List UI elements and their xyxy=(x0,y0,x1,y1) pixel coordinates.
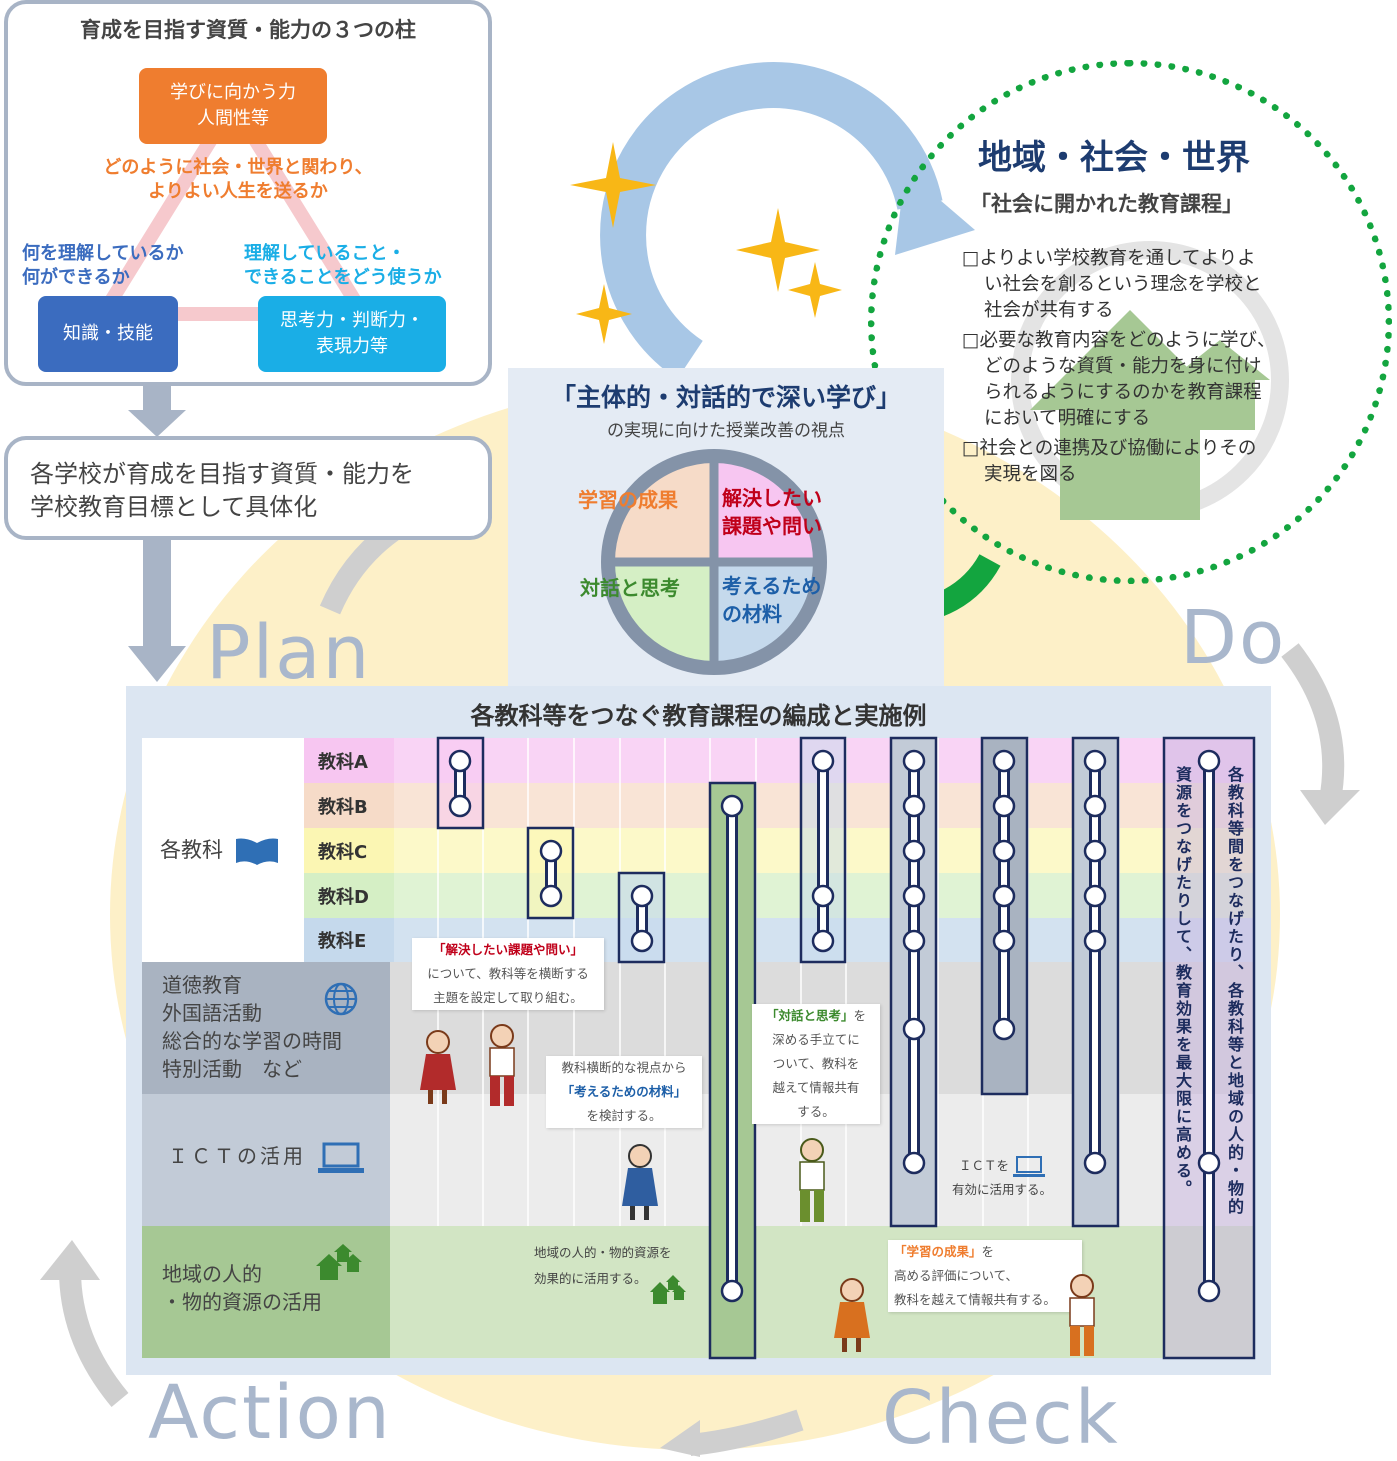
curriculum-panel: 各教科等をつなぐ教育課程の編成と実施例 各教科 教科A 教科B 教科C 教科D … xyxy=(126,686,1271,1375)
arrow-check-to-action xyxy=(688,1409,804,1456)
knowledge-caption: 何を理解しているか 何ができるか xyxy=(22,242,183,290)
globe-house-watermark xyxy=(1011,241,1289,520)
arrow-do-to-check xyxy=(1281,643,1345,803)
arrow-do-to-check-head xyxy=(1300,790,1360,825)
teacher-figures xyxy=(420,1024,1095,1356)
pillar-thinking-line2: 表現力等 xyxy=(316,336,388,357)
action-label: Action xyxy=(148,1370,392,1456)
laptop-icon-small xyxy=(1013,1155,1045,1177)
bubble-materials: 教科横断的な視点から 「考えるための材料」 を検討する。 xyxy=(546,1056,702,1128)
row-label-e-cell xyxy=(304,918,394,962)
perspective-learning-results: 学習の成果 xyxy=(578,488,678,512)
community-cell xyxy=(142,1226,390,1358)
world-circle xyxy=(868,60,1392,584)
thinking-caption-line1: 理解していること・ xyxy=(244,243,406,264)
bubble-dialogue: 「対話と思考」を 深める手立てに ついて、教科を 越えて情報共有 する。 xyxy=(752,1004,880,1124)
school-goal-line2: 学校教育目標として具体化 xyxy=(30,493,318,521)
pillars-triangle xyxy=(90,90,376,321)
world-items: □よりよい学校教育を通してよりよ い社会を創るという理念を学校と 社会が共有する… xyxy=(962,246,1275,488)
perspective-problems: 解決したい 課題や問い xyxy=(722,486,822,538)
three-pillars-box: 育成を目指す資質・能力の３つの柱 学びに向かう力 人間性等 どのように社会・世界… xyxy=(4,0,492,386)
teacher-boy-green xyxy=(799,1138,825,1222)
house-icon-small xyxy=(650,1275,686,1304)
row-label-a-cell xyxy=(304,738,394,783)
arrow-check-to-action-head xyxy=(660,1420,700,1457)
do-label: Do xyxy=(1180,595,1287,681)
bubble-problems: 「解決したい課題や問い」 について、教科等を横断する 主題を設定して取り組む。 xyxy=(412,938,604,1010)
plan-label: Plan xyxy=(206,610,372,696)
school-goal-box: 各学校が育成を目指す資質・能力を 学校教育目標として具体化 xyxy=(4,436,492,540)
thinking-caption: 理解していること・ できることをどう使うか xyxy=(244,242,442,290)
knowledge-caption-line1: 何を理解しているか xyxy=(22,243,184,264)
down-arrows xyxy=(128,386,186,682)
world-item-3: □社会との連携及び協働によりその 実現を図る xyxy=(962,438,1257,485)
pillar-knowledge-box: 知識・技能 xyxy=(38,296,178,372)
teacher-girl-blue xyxy=(622,1144,658,1220)
ict-cell xyxy=(142,1094,390,1226)
deep-learning-title: 「主体的・対話的で深い学び」 xyxy=(550,383,901,412)
pillar-humanity-line1: 学びに向かう力 xyxy=(170,82,296,103)
row-label-a: 教科A xyxy=(318,752,368,773)
laptop-icon xyxy=(318,1142,364,1173)
teacher-boy-orange xyxy=(1069,1274,1095,1356)
teacher-girl-orange xyxy=(834,1278,870,1352)
row-label-b: 教科B xyxy=(318,797,368,818)
perspective-wheel xyxy=(601,449,827,675)
pillar-humanity-line2: 人間性等 xyxy=(197,108,269,129)
other-activities-cell xyxy=(142,962,390,1094)
community-area xyxy=(390,1226,1255,1358)
ict-note: ＩＣＴを 有効に活用する。 xyxy=(952,1154,1052,1202)
humanity-caption: どのように社会・世界と関わり、 よりよい人生を送るか xyxy=(48,156,428,204)
three-pillars-title: 育成を目指す資質・能力の３つの柱 xyxy=(80,18,416,42)
knowledge-caption-line2: 何ができるか xyxy=(22,267,130,288)
row-label-e: 教科E xyxy=(318,931,367,952)
thinking-caption-line2: できることをどう使うか xyxy=(244,267,442,288)
world-title: 地域・社会・世界 xyxy=(978,138,1250,178)
world-subtitle: 「社会に開かれた教育課程」 xyxy=(970,192,1243,216)
pillar-humanity-box: 学びに向かう力 人間性等 xyxy=(139,68,327,144)
arrow-action-to-plan xyxy=(59,1269,129,1408)
check-label: Check xyxy=(882,1375,1120,1461)
sparkle-icons xyxy=(570,142,842,344)
vertical-text-left: 資源をつなげたりして、教育効果を最大限に高める。 xyxy=(1173,766,1192,1198)
book-icon xyxy=(235,838,278,865)
community-label: 地域の人的 ・物的資源の活用 xyxy=(162,1262,322,1314)
subjects-label: 各教科 xyxy=(160,834,280,865)
arrow-action-to-plan-head xyxy=(40,1240,100,1280)
connector-bars xyxy=(436,736,1256,1360)
bubble-results: 「学習の成果」を 高める評価について、 教科を越えて情報共有する。 xyxy=(888,1240,1082,1312)
ict-label: ＩＣＴの活用 xyxy=(168,1144,306,1168)
teacher-girl-red xyxy=(420,1030,456,1104)
perspective-dialogue: 対話と思考 xyxy=(580,576,680,600)
humanity-caption-line1: どのように社会・世界と関わり、 xyxy=(103,157,373,178)
world-item-1: □よりよい学校教育を通してよりよ い社会を創るという理念を学校と 社会が共有する xyxy=(962,248,1262,321)
deep-learning-subtitle: の実現に向けた授業改善の視点 xyxy=(607,421,845,441)
globe-icon xyxy=(324,982,358,1016)
teacher-boy-red xyxy=(489,1024,515,1106)
community-note: 地域の人的・物的資源を 効果的に活用する。 xyxy=(534,1245,672,1286)
row-label-d: 教科D xyxy=(318,887,369,908)
curriculum-title: 各教科等をつなぐ教育課程の編成と実施例 xyxy=(470,702,927,730)
row-label-b-cell xyxy=(304,783,394,828)
row-label-c-cell xyxy=(304,828,394,873)
humanity-caption-line2: よりよい人生を送るか xyxy=(148,181,328,202)
row-label-d-cell xyxy=(304,873,394,918)
row-label-c: 教科C xyxy=(318,842,368,863)
perspective-materials: 考えるため の材料 xyxy=(722,574,822,626)
school-goal-line1: 各学校が育成を目指す資質・能力を xyxy=(30,460,414,488)
pillar-thinking-line1: 思考力・判断力・ xyxy=(280,310,424,331)
other-activities-label: 道徳教育 外国語活動 総合的な学習の時間 特別活動 など xyxy=(162,973,342,1081)
deep-learning-panel: 「主体的・対話的で深い学び」 の実現に向けた授業改善の視点 学習の成果 解決した… xyxy=(508,368,944,686)
vertical-text-right: 各教科等間をつなげたり、各教科等と地域の人的・物的 xyxy=(1225,766,1244,1216)
house-icon xyxy=(316,1244,362,1280)
world-item-2: □必要な教育内容をどのように学び、 どのような資質・能力を身に付け られるように… xyxy=(962,330,1276,429)
pillar-thinking-box: 思考力・判断力・ 表現力等 xyxy=(258,296,446,372)
